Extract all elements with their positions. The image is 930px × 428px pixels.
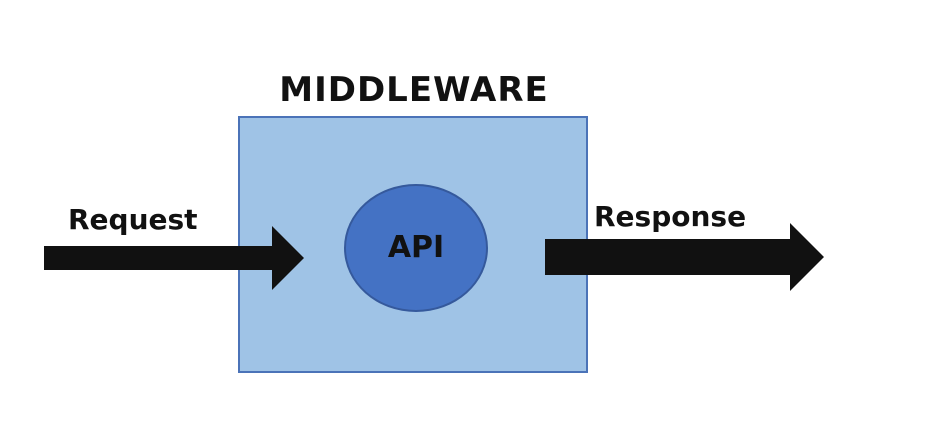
api-node bbox=[344, 184, 488, 312]
diagram-title: MIDDLEWARE bbox=[279, 70, 549, 110]
response-label: Response bbox=[594, 200, 747, 233]
api-label: API bbox=[387, 230, 445, 265]
request-label: Request bbox=[68, 203, 198, 236]
request-arrow-icon bbox=[44, 226, 304, 290]
response-arrow-icon bbox=[545, 223, 824, 291]
